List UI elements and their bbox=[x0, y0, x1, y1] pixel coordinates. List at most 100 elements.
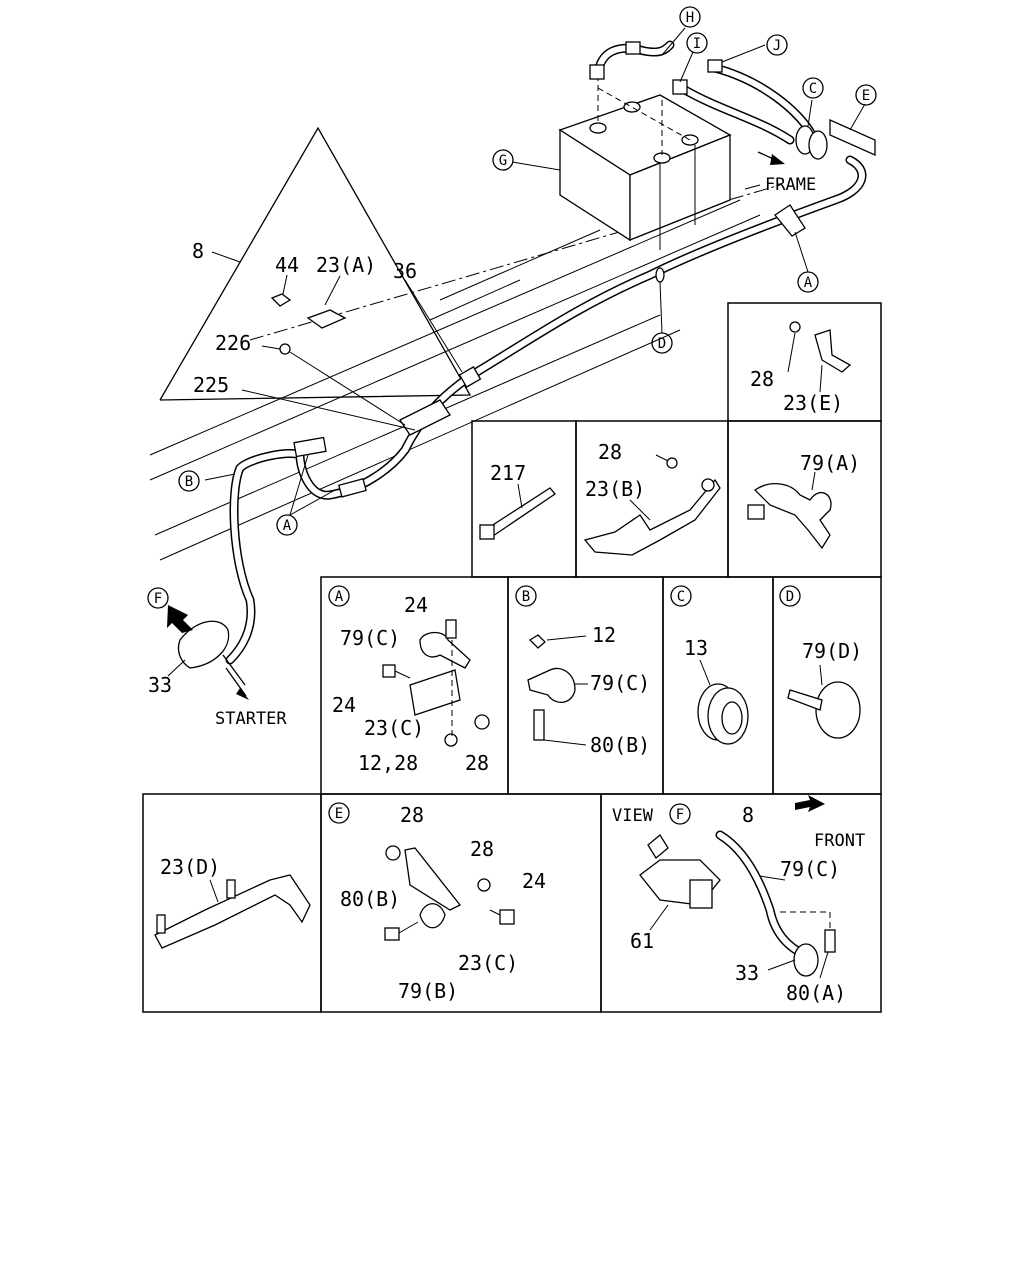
detail-section-a: A 24 79(C) 24 23(C) 12,28 28 bbox=[328, 585, 490, 775]
leader-lines bbox=[167, 27, 866, 677]
callout-letter: E bbox=[335, 806, 343, 822]
label-24-e: 24 bbox=[522, 869, 546, 893]
view-f-callout: F bbox=[669, 803, 691, 825]
label-8: 8 bbox=[192, 239, 204, 263]
callout-letter: F bbox=[154, 591, 162, 607]
label-226: 226 bbox=[215, 331, 251, 355]
clip-icon: 79(A) bbox=[747, 451, 860, 550]
label-frame: FRAME bbox=[765, 175, 816, 195]
label-28-a: 28 bbox=[465, 751, 489, 775]
label-225: 225 bbox=[193, 373, 229, 397]
label-8-view: 8 bbox=[742, 803, 754, 827]
callout-d-top: D bbox=[651, 332, 673, 354]
callout-letter: I bbox=[693, 36, 701, 52]
label-23e: 23(E) bbox=[783, 391, 843, 415]
callout-i: I bbox=[686, 32, 708, 54]
label-front: FRONT bbox=[814, 831, 865, 851]
terminal-j bbox=[707, 59, 723, 73]
label-80b-e: 80(B) bbox=[340, 887, 400, 911]
battery-cables bbox=[225, 40, 867, 665]
callout-e: E bbox=[855, 84, 877, 106]
battery-icon bbox=[558, 75, 732, 250]
terminal-h bbox=[625, 41, 641, 55]
label-view: VIEW bbox=[612, 806, 654, 826]
detail-view-f: VIEW F 8 FRONT 79(C) 61 33 80(A) bbox=[612, 795, 865, 1005]
fastener-icon bbox=[270, 204, 806, 498]
callout-letter: B bbox=[185, 474, 193, 490]
callout-b-top: B bbox=[178, 470, 200, 492]
section-e-callout: E bbox=[328, 802, 350, 824]
label-24-left: 24 bbox=[332, 693, 356, 717]
label-28-e-b: 28 bbox=[470, 837, 494, 861]
label-217: 217 bbox=[490, 461, 526, 485]
label-79d: 79(D) bbox=[802, 639, 862, 663]
label-79c-b: 79(C) bbox=[590, 671, 650, 695]
label-28-e-a: 28 bbox=[400, 803, 424, 827]
section-d-callout: D bbox=[779, 585, 801, 607]
label-23d: 23(D) bbox=[160, 855, 220, 879]
label-79b: 79(B) bbox=[398, 979, 458, 1003]
bracket-e bbox=[829, 118, 876, 157]
callout-triangle bbox=[159, 126, 472, 401]
label-23c-a: 23(C) bbox=[364, 716, 424, 740]
detail-23b: 28 23(B) bbox=[583, 440, 721, 556]
callout-h: H bbox=[679, 6, 701, 28]
detail-23d: 23(D) bbox=[154, 855, 311, 949]
callout-c: C bbox=[802, 77, 824, 99]
label-44: 44 bbox=[275, 253, 299, 277]
starter-boot bbox=[177, 620, 246, 686]
callout-letter: C bbox=[677, 589, 685, 605]
label-80b-b: 80(B) bbox=[590, 733, 650, 757]
label-33-view: 33 bbox=[735, 961, 759, 985]
detail-section-d: D 79(D) bbox=[779, 585, 862, 739]
section-a-callout: A bbox=[328, 585, 350, 607]
label-80a: 80(A) bbox=[786, 981, 846, 1005]
label-79c-a: 79(C) bbox=[340, 626, 400, 650]
label-28-b: 28 bbox=[598, 440, 622, 464]
callout-letter: H bbox=[686, 10, 694, 26]
label-23c-e: 23(C) bbox=[458, 951, 518, 975]
detail-section-b: B 12 79(C) 80(B) bbox=[515, 585, 650, 757]
callout-letter: A bbox=[335, 589, 344, 605]
label-33: 33 bbox=[148, 673, 172, 697]
grommet-icon bbox=[795, 125, 828, 160]
callout-letter: D bbox=[786, 589, 794, 605]
arrow-icon bbox=[167, 151, 785, 700]
callout-letter: C bbox=[809, 81, 817, 97]
callout-letter: G bbox=[499, 153, 507, 169]
label-36: 36 bbox=[393, 259, 417, 283]
label-79c-view: 79(C) bbox=[780, 857, 840, 881]
callout-a-top: A bbox=[797, 271, 819, 293]
label-23a: 23(A) bbox=[316, 253, 376, 277]
callout-letter: B bbox=[522, 589, 530, 605]
callout-a-mid: A bbox=[276, 514, 298, 536]
callout-letter: J bbox=[773, 38, 781, 54]
label-79a: 79(A) bbox=[800, 451, 860, 475]
label-starter: STARTER bbox=[215, 709, 287, 729]
label-24-top: 24 bbox=[404, 593, 428, 617]
arrow-icon bbox=[795, 795, 825, 812]
detail-section-c: C 13 bbox=[670, 585, 749, 745]
label-12-b: 12 bbox=[592, 623, 616, 647]
section-c-callout: C bbox=[670, 585, 692, 607]
callout-letter: E bbox=[862, 88, 870, 104]
label-12-28: 12,28 bbox=[358, 751, 418, 775]
callout-letter: A bbox=[804, 275, 813, 291]
terminal-i bbox=[672, 79, 688, 95]
callout-letter: A bbox=[283, 518, 292, 534]
label-13: 13 bbox=[684, 636, 708, 660]
label-61: 61 bbox=[630, 929, 654, 953]
label-28-e: 28 bbox=[750, 367, 774, 391]
main-assembly: 8 44 23(A) 36 226 225 FRAME STARTER 33 H… bbox=[147, 6, 877, 729]
label-23b: 23(B) bbox=[585, 477, 645, 501]
detail-217: 217 bbox=[479, 461, 556, 540]
detail-section-e: E 28 28 24 80(B) 23(C) 79(B) bbox=[328, 802, 546, 1003]
detail-boxes: 28 23(E) 217 28 23(B) 79(A) bbox=[142, 302, 882, 1013]
callout-f: F bbox=[147, 587, 169, 609]
section-b-callout: B bbox=[515, 585, 537, 607]
detail-23e: 28 23(E) bbox=[750, 321, 852, 415]
callout-letter: F bbox=[676, 807, 684, 823]
callout-g: G bbox=[492, 149, 514, 171]
terminal-g bbox=[589, 64, 605, 80]
